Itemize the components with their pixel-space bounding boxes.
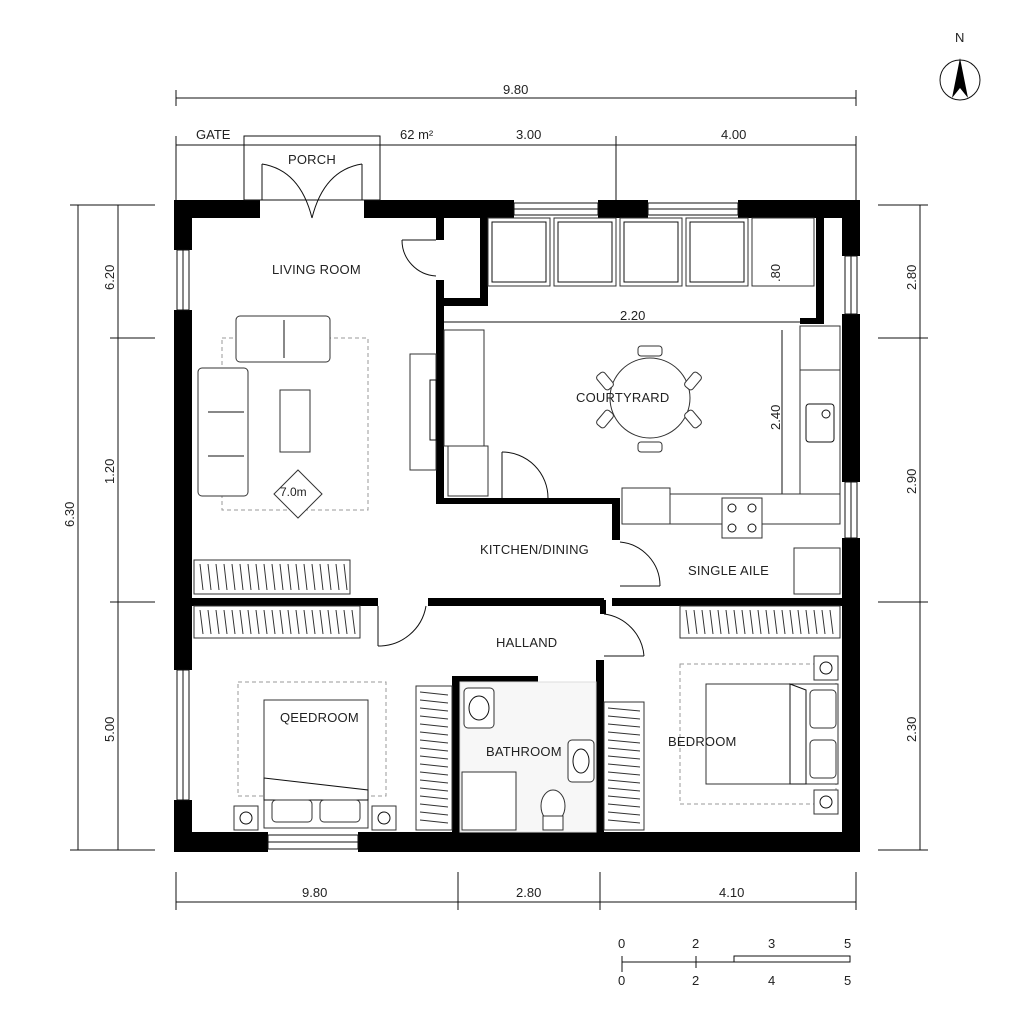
scale-top-3: 5 (844, 936, 851, 951)
hatch-pattern (199, 563, 348, 591)
shower-icon (461, 771, 517, 831)
sofa-long (197, 367, 249, 497)
bottom-dimensions: 9.80 2.80 4.10 (175, 872, 857, 910)
dim-bottom-left: 9.80 (302, 885, 327, 900)
porch: PORCH (243, 135, 381, 219)
dim-left-total: 6.30 (62, 502, 77, 527)
scale-bottom-3: 5 (844, 973, 851, 988)
dim-bottom-right: 4.10 (719, 885, 744, 900)
room-label-hall: HALLAND (496, 635, 557, 650)
sofa (235, 315, 331, 363)
courtyard-width-dim: 2.20 (620, 308, 645, 323)
nightstand-icon (233, 805, 259, 831)
living-room: LIVING ROOM 7.0m (193, 239, 437, 595)
stove-icon (721, 497, 763, 539)
tv-unit (409, 353, 437, 471)
dim-right-mid: 2.90 (904, 469, 919, 494)
sink-icon (805, 403, 835, 443)
dim-left-mid: 1.20 (102, 459, 117, 484)
north-arrow-icon (952, 58, 968, 98)
dim-gate: GATE (196, 127, 231, 142)
right-dimensions: 2.80 2.90 2.30 (878, 204, 928, 851)
room-label-bathroom: BATHROOM (486, 744, 562, 759)
basin-icon (463, 687, 495, 729)
rug-area-label: 7.0m (280, 485, 307, 499)
courtyard: .80 2.20 2.40 COURTYRARD (443, 217, 841, 499)
hatch-pattern (685, 609, 834, 635)
dim-left-bottom: 5.00 (102, 717, 117, 742)
room-label-porch: PORCH (288, 152, 336, 167)
dim-top-right: 4.00 (721, 127, 746, 142)
wardrobe-left (193, 605, 361, 639)
scale-bottom-0: 0 (618, 973, 625, 988)
nightstand-icon (813, 655, 839, 681)
room-label-kitchen: KITCHEN/DINING (480, 542, 589, 557)
nightstand-icon (813, 789, 839, 815)
inner-window-dim: .80 (768, 264, 783, 282)
dining-table (609, 357, 691, 439)
area-marker (273, 469, 323, 519)
dim-right-top: 2.80 (904, 265, 919, 290)
room-label-courtyard: COURTYRARD (576, 390, 670, 405)
basin-icon (567, 739, 595, 783)
north-label: N (955, 30, 965, 45)
top-dimensions: 9.80 GATE 62 m² 3.00 4.00 (175, 82, 857, 200)
appliance-box (793, 547, 841, 595)
hatch-pattern (419, 691, 449, 824)
scale-top-1: 2 (692, 936, 699, 951)
outer-walls (174, 200, 860, 852)
dim-top-mid: 3.00 (516, 127, 541, 142)
hatch-pattern (199, 609, 356, 635)
room-label-bedroom-left: QEEDROOM (280, 710, 359, 725)
scale-top-2: 3 (768, 936, 775, 951)
courtyard-height-dim: 2.40 (768, 405, 783, 430)
room-label-bedroom-right: BEDROOM (668, 734, 737, 749)
kitchen-dining: KITCHEN/DINING SINGLE AILE (480, 487, 841, 595)
coffee-table (279, 389, 311, 453)
room-label-single-aisle: SINGLE AILE (688, 563, 769, 578)
left-dimensions: 6.30 6.20 1.20 5.00 (62, 204, 155, 851)
windows (176, 202, 858, 850)
scale-bottom-2: 4 (768, 973, 775, 988)
dim-left-top: 6.20 (102, 265, 117, 290)
interior-walls (192, 218, 842, 832)
north-arrow: N (939, 30, 981, 101)
scale-top-0: 0 (618, 936, 625, 951)
dim-area: 62 m² (400, 127, 434, 142)
scale-bottom-1: 2 (692, 973, 699, 988)
hatch-pattern (607, 707, 641, 824)
nightstand-icon (371, 805, 397, 831)
bathroom: BATHROOM (459, 681, 597, 833)
dim-bottom-mid: 2.80 (516, 885, 541, 900)
dim-right-bottom: 2.30 (904, 717, 919, 742)
bedroom-right: BEDROOM (603, 605, 841, 831)
scale-bar: 0 2 3 5 0 2 4 5 (618, 936, 851, 988)
bedroom-left: QEEDROOM (193, 605, 397, 831)
room-label-living: LIVING ROOM (272, 262, 361, 277)
dim-top-total: 9.80 (503, 82, 528, 97)
